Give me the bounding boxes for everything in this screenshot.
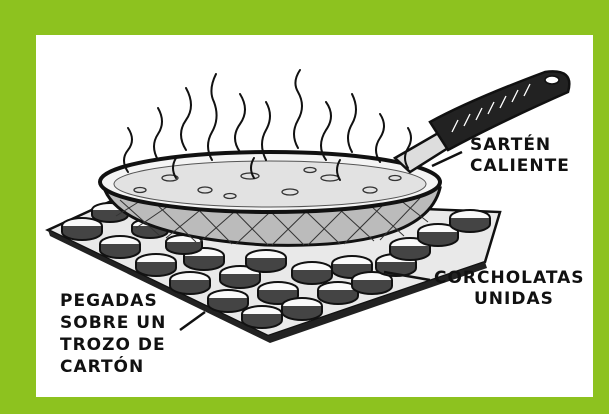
bottle-cap — [450, 210, 490, 232]
bottle-cap — [246, 250, 286, 272]
caps-label-line-2: UNIDAS — [434, 289, 585, 310]
caps-label: CORCHOLATAS UNIDAS — [434, 268, 585, 310]
pan-label: SARTÉN CALIENTE — [470, 135, 570, 177]
bottle-cap — [100, 236, 140, 258]
bottle-cap — [208, 290, 248, 312]
bottle-cap — [136, 254, 176, 276]
handle-hole — [545, 76, 559, 84]
pan-label-line-1: SARTÉN — [470, 135, 570, 156]
pan-oil — [114, 161, 426, 207]
base-label-line-4: CARTÓN — [60, 356, 166, 378]
base-pointer — [180, 312, 205, 330]
bottle-cap — [242, 306, 282, 328]
base-label: PEGADAS SOBRE UN TROZO DE CARTÓN — [60, 290, 166, 378]
pan-label-line-2: CALIENTE — [470, 156, 570, 177]
base-label-line-1: PEGADAS — [60, 290, 166, 312]
bottle-cap — [170, 272, 210, 294]
base-label-line-3: TROZO DE — [60, 334, 166, 356]
base-label-line-2: SOBRE UN — [60, 312, 166, 334]
bottle-cap — [282, 298, 322, 320]
bottle-cap — [292, 262, 332, 284]
bottle-cap — [62, 218, 102, 240]
caps-label-line-1: CORCHOLATAS — [434, 268, 585, 289]
